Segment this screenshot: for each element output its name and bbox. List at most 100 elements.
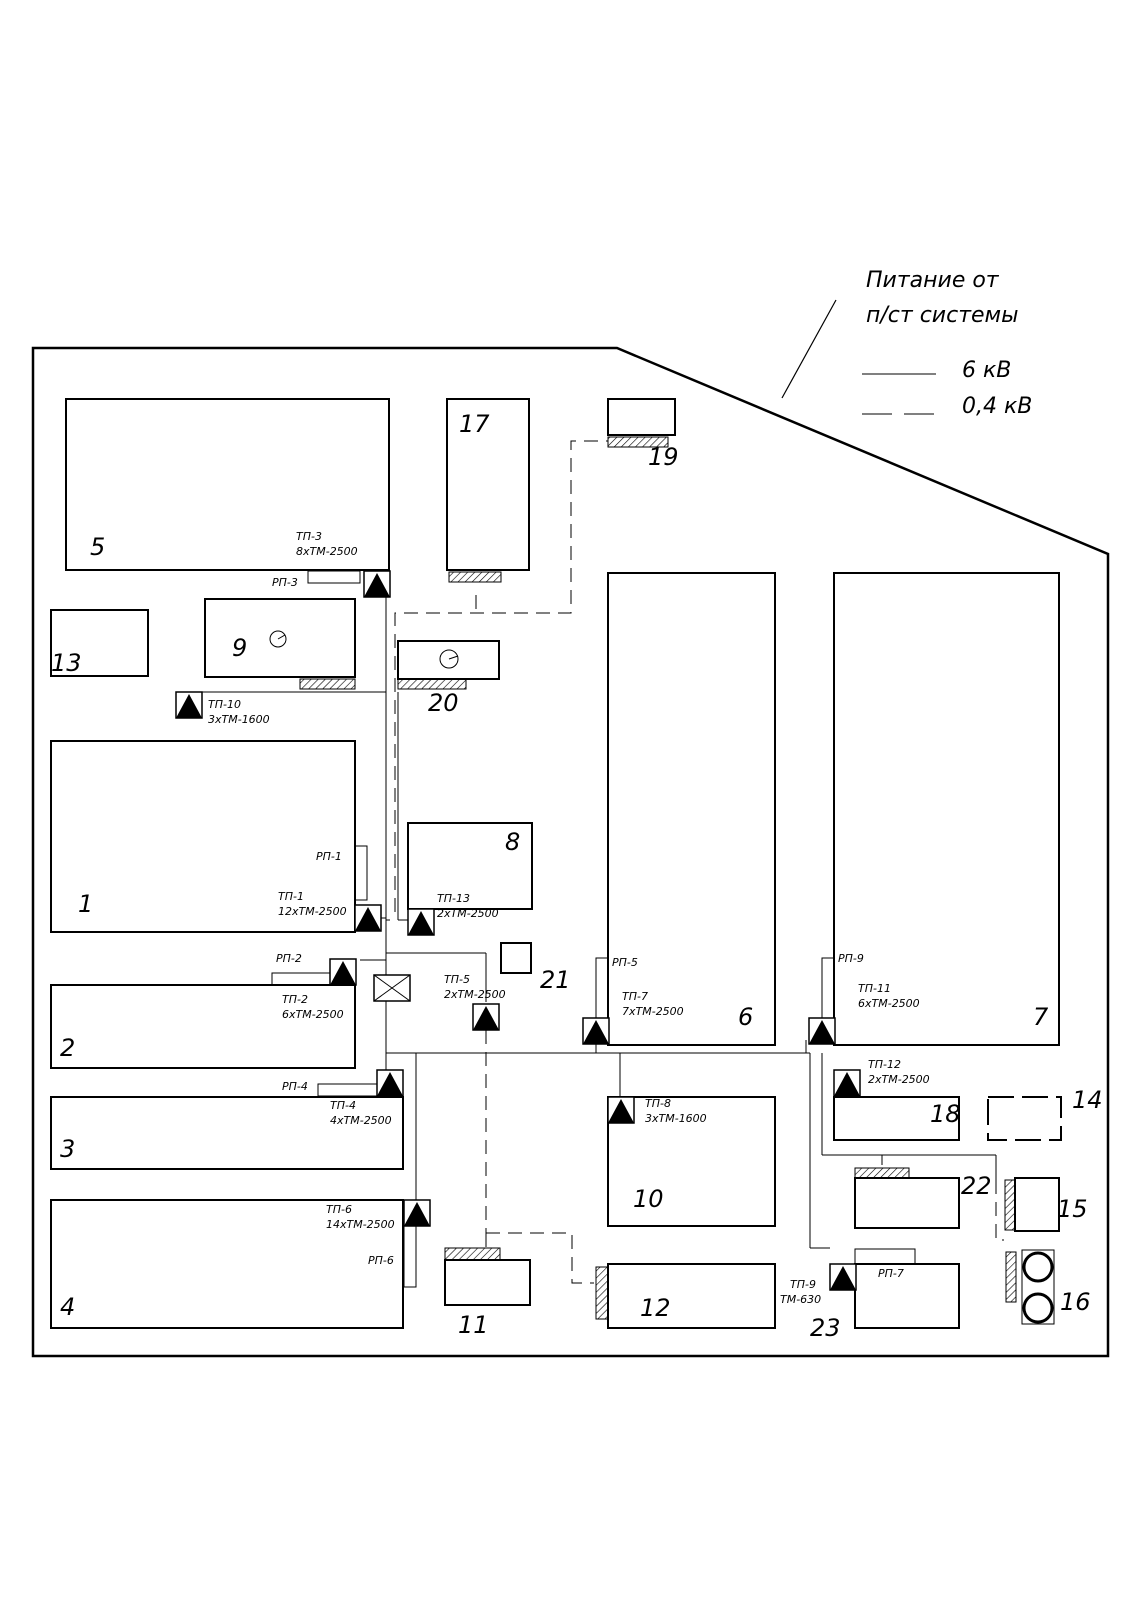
tp-6: ТП-6 14хТМ-2500 bbox=[326, 1199, 431, 1231]
building-number: 15 bbox=[1057, 1195, 1088, 1223]
tp-name: ТП-9 bbox=[790, 1278, 816, 1291]
building-4: 4 bbox=[50, 1199, 404, 1329]
tp-13: ТП-13 2хТМ-2500 bbox=[407, 892, 499, 936]
building-22: 22 bbox=[854, 1167, 992, 1229]
building-number: 9 bbox=[232, 634, 247, 662]
substation-icon bbox=[809, 1020, 835, 1044]
tp-spec: 12хТМ-2500 bbox=[278, 905, 347, 918]
building-number: 13 bbox=[51, 649, 82, 677]
tp-name: ТП-8 bbox=[645, 1097, 671, 1110]
building-number: 18 bbox=[930, 1100, 961, 1128]
legend-supply-line2: п/ст системы bbox=[866, 303, 1019, 328]
building-9: 9 bbox=[204, 598, 356, 690]
tp-name: ТП-1 bbox=[278, 890, 304, 903]
tank-icon bbox=[1022, 1292, 1054, 1324]
building-1: 1 bbox=[50, 740, 356, 933]
tp-spec: 14хТМ-2500 bbox=[326, 1218, 395, 1231]
building-number: 11 bbox=[458, 1311, 489, 1339]
substation-icon bbox=[404, 1202, 430, 1226]
building-number: 22 bbox=[961, 1172, 992, 1200]
tp-name: ТП-7 bbox=[622, 990, 648, 1003]
substation-icon bbox=[364, 573, 390, 597]
tp-spec: 6хТМ-2500 bbox=[858, 997, 920, 1010]
rp-7: РП-7 bbox=[878, 1267, 904, 1280]
building-10: 10 bbox=[607, 1096, 776, 1227]
building-number: 14 bbox=[1072, 1086, 1103, 1114]
tp-spec: 6хТМ-2500 bbox=[282, 1008, 344, 1021]
tp-7: ТП-7 7хТМ-2500 bbox=[582, 990, 684, 1045]
tp-spec: ТМ-630 bbox=[780, 1293, 821, 1306]
rp-label: РП-2 bbox=[276, 952, 302, 965]
building-number: 16 bbox=[1060, 1288, 1091, 1316]
building-7: 7 bbox=[833, 572, 1060, 1046]
building-18: 18 bbox=[833, 1096, 961, 1141]
building-19: 19 bbox=[607, 398, 679, 471]
tp-9: ТП-9 ТМ-630 bbox=[780, 1263, 857, 1306]
rp-label: РП-7 bbox=[878, 1267, 904, 1280]
building-15: 15 bbox=[1004, 1177, 1088, 1232]
tp-spec: 7хТМ-2500 bbox=[622, 1005, 684, 1018]
tp-name: ТП-2 bbox=[282, 993, 308, 1006]
building-number: 17 bbox=[459, 410, 490, 438]
tp-spec: 3хТМ-1600 bbox=[645, 1112, 707, 1125]
rp-label: РП-3 bbox=[272, 576, 298, 589]
building-16: 16 bbox=[1005, 1249, 1091, 1325]
supply-feed-line bbox=[781, 299, 837, 399]
building-number: 3 bbox=[60, 1135, 75, 1163]
legend-6kv-label: 6 кВ bbox=[962, 358, 1011, 383]
substation-icon bbox=[830, 1266, 856, 1290]
rp-2: РП-2 bbox=[271, 952, 335, 986]
rp-label: РП-9 bbox=[838, 952, 864, 965]
site-boundary bbox=[31, 346, 1110, 1358]
tp-spec: 2хТМ-2500 bbox=[437, 907, 499, 920]
building-6: 6 bbox=[607, 572, 776, 1046]
tp-3: ТП-3 8хТМ-2500 bbox=[296, 530, 391, 598]
tp-name: ТП-12 bbox=[868, 1058, 901, 1071]
substation-icon bbox=[608, 1099, 634, 1123]
building-14: 14 bbox=[987, 1086, 1103, 1141]
building-8: 8 bbox=[407, 822, 533, 910]
tp-10: ТП-10 3хТМ-1600 bbox=[175, 691, 270, 726]
building-number: 23 bbox=[810, 1314, 841, 1342]
tp-1: ТП-1 12хТМ-2500 bbox=[278, 890, 382, 932]
building-3: 3 bbox=[50, 1096, 404, 1170]
substation-icon bbox=[176, 694, 202, 718]
building-2: 2 bbox=[50, 984, 356, 1069]
network-04kv bbox=[394, 440, 1004, 1284]
tp-12: ТП-12 2хТМ-2500 bbox=[833, 1058, 930, 1097]
building-number: 20 bbox=[428, 689, 459, 717]
building-number: 10 bbox=[633, 1185, 664, 1213]
tp-11: ТП-11 6хТМ-2500 bbox=[808, 982, 920, 1045]
building-12: 12 bbox=[595, 1263, 776, 1329]
building-20: 20 bbox=[397, 640, 500, 717]
tp-name: ТП-6 bbox=[326, 1203, 352, 1216]
substation-icon bbox=[377, 1072, 403, 1096]
rp-1: РП-1 bbox=[316, 845, 368, 901]
building-number: 8 bbox=[505, 828, 520, 856]
building-number: 7 bbox=[1033, 1003, 1049, 1031]
rp-3: РП-3 bbox=[272, 570, 361, 589]
building-13: 13 bbox=[50, 609, 149, 677]
building-number: 1 bbox=[78, 890, 93, 918]
building-number: 21 bbox=[540, 966, 571, 994]
substation-icon bbox=[330, 961, 356, 985]
substation-icon bbox=[355, 907, 381, 931]
substation-icon bbox=[583, 1020, 609, 1044]
legend-04kv-label: 0,4 кВ bbox=[962, 394, 1032, 419]
tp-2: ТП-2 6хТМ-2500 bbox=[282, 958, 357, 1021]
building-number: 12 bbox=[640, 1294, 671, 1322]
tp-name: ТП-13 bbox=[437, 892, 470, 905]
tp-spec: 3хТМ-1600 bbox=[208, 713, 270, 726]
legend: Питание от п/ст системы 6 кВ 0,4 кВ bbox=[862, 268, 1032, 419]
tp-name: ТП-5 bbox=[444, 973, 470, 986]
tp-name: ТП-11 bbox=[858, 982, 891, 995]
tp-spec: 8хТМ-2500 bbox=[296, 545, 358, 558]
tp-name: ТП-10 bbox=[208, 698, 241, 711]
building-number: 6 bbox=[738, 1003, 753, 1031]
rp-label: РП-5 bbox=[612, 956, 638, 969]
tp-8: ТП-8 3хТМ-1600 bbox=[607, 1096, 707, 1125]
legend-supply-line1: Питание от bbox=[866, 268, 1000, 293]
building-5: 5 bbox=[65, 398, 390, 571]
cable-junction-box bbox=[373, 974, 411, 1002]
